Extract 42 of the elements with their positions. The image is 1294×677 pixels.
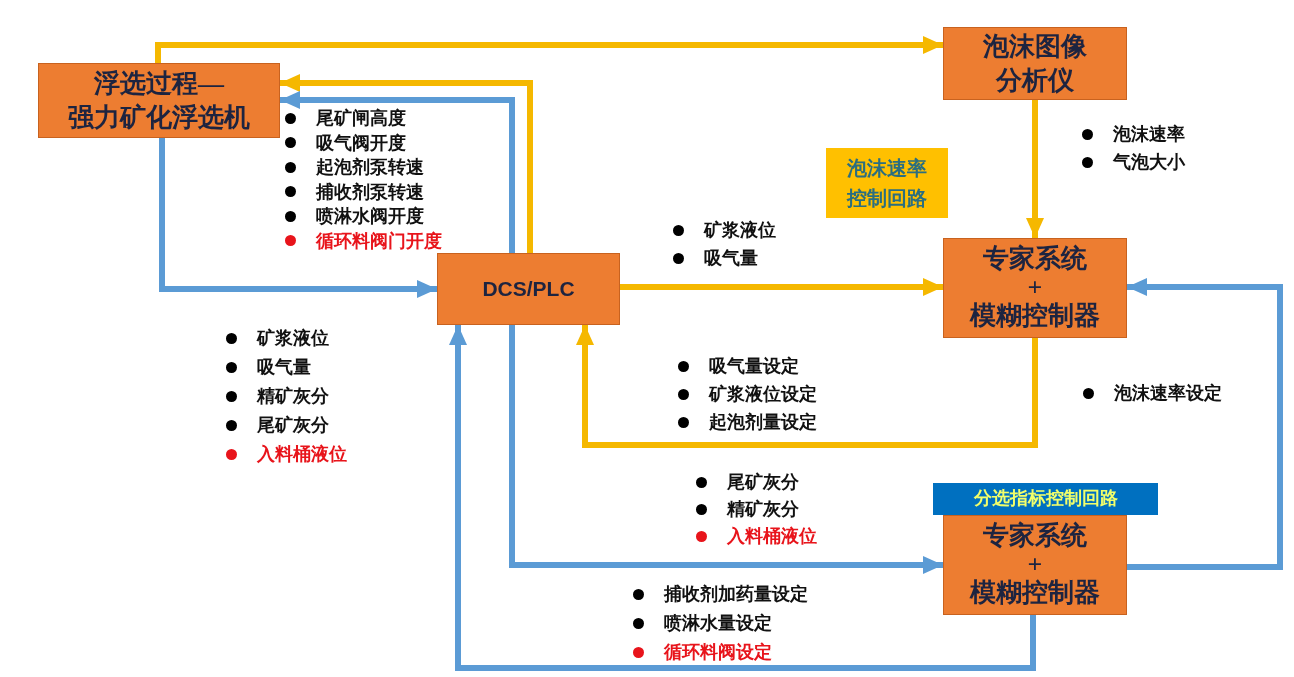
arrow [280,91,515,253]
signal-label: 尾矿灰分 [727,471,799,494]
process-box: DCS/PLC [437,253,620,325]
signal-label: 气泡大小 [1113,151,1185,174]
arrow [155,36,943,63]
signal-label: 尾矿灰分 [257,414,329,437]
arrow [449,325,1036,671]
signal-label: 泡沫速率 [1113,123,1185,146]
loop-label: 分选指标控制回路 [933,483,1158,515]
signal-label: 起泡剂泵转速 [316,156,424,179]
signal-label: 起泡剂量设定 [709,411,817,434]
signal-label: 入料桶液位 [727,525,817,548]
signal-label: 捕收剂泵转速 [316,180,424,204]
signal-label: 循环料阀门开度 [316,229,442,253]
signal-label: 喷淋水阀开度 [316,205,424,228]
signal-label: 吸气量设定 [709,355,799,378]
signal-label: 矿浆液位 [704,219,776,242]
arrow [576,325,1038,448]
signal-label: 吸气量 [704,247,758,270]
process-box: 专家系统 + 模糊控制器 [943,238,1127,338]
signal-label: 吸气阀开度 [316,131,406,155]
process-box: 浮选过程— 强力矿化浮选机 [38,63,280,138]
signal-label: 尾矿闸高度 [316,107,406,130]
arrow [509,325,943,574]
arrow [159,138,437,298]
signal-label: 精矿灰分 [257,385,329,408]
signal-label: 吸气量 [257,356,311,379]
arrow [280,74,533,253]
signal-label: 矿浆液位设定 [709,383,817,406]
arrow [1127,278,1283,570]
signal-label: 循环料阀设定 [664,641,772,664]
signal-label: 喷淋水量设定 [664,612,772,635]
process-box: 专家系统 + 模糊控制器 [943,515,1127,615]
process-box: 泡沫图像 分析仪 [943,27,1127,100]
signal-label: 矿浆液位 [257,327,329,350]
signal-label: 精矿灰分 [727,498,799,521]
arrow [1026,100,1044,238]
loop-label: 泡沫速率控制回路 [826,148,948,218]
signal-label: 泡沫速率设定 [1114,382,1222,405]
signal-label: 捕收剂加药量设定 [664,583,808,606]
signal-label: 入料桶液位 [257,443,347,466]
arrow [620,278,943,296]
